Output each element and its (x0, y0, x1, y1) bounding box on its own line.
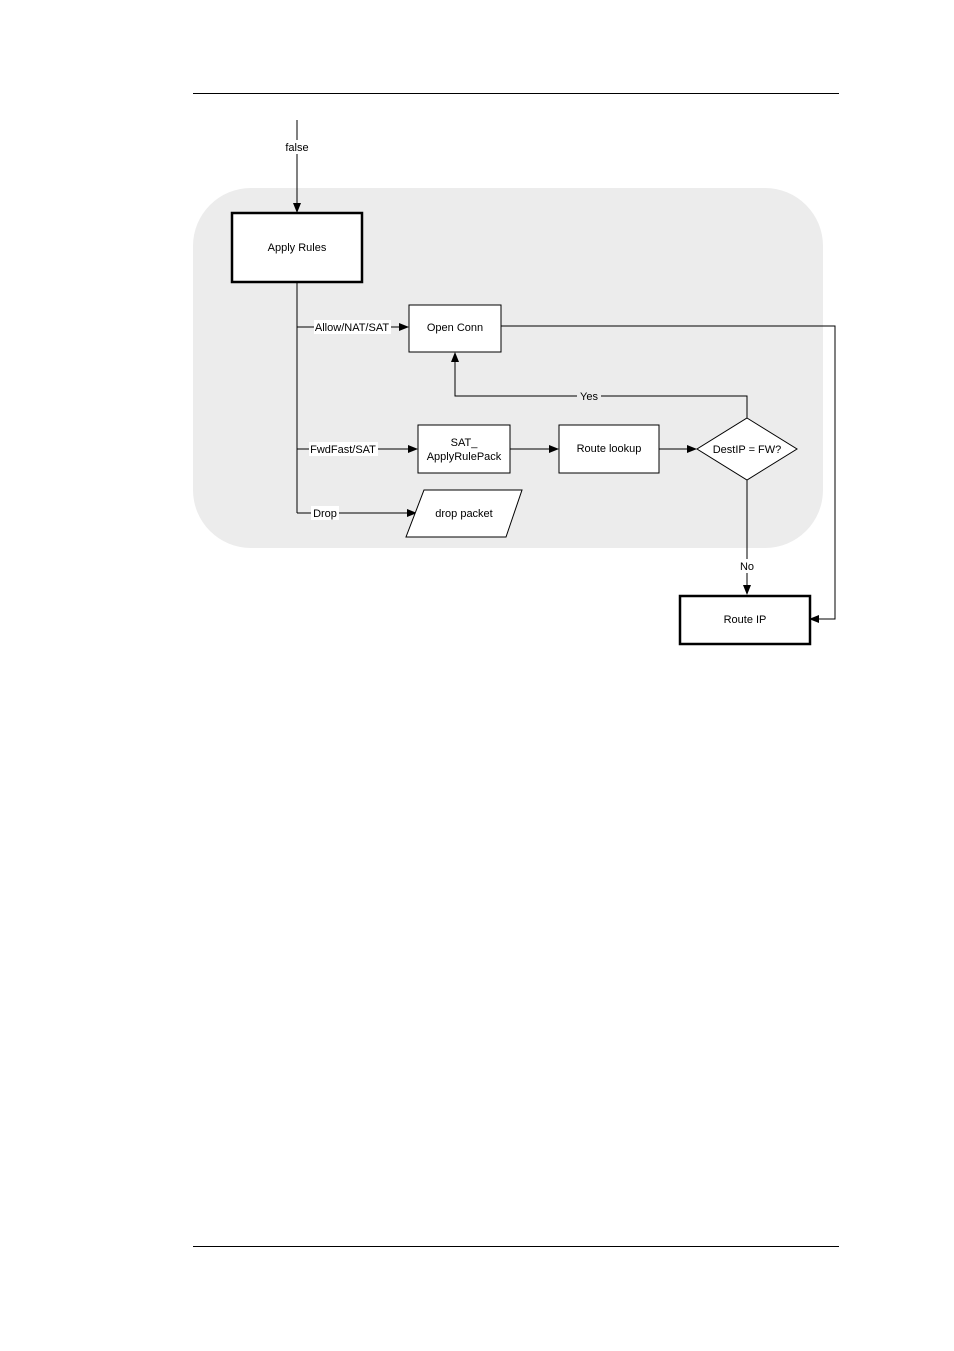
apply-rules-node[interactable] (230, 211, 364, 284)
no-label: No (740, 561, 754, 573)
entry-label: false (285, 142, 308, 154)
drop-label-bg (311, 506, 339, 520)
decision-label: DestIP = FW? (713, 444, 782, 456)
route-ip-node[interactable] (678, 594, 812, 646)
drop-packet-node[interactable] (405, 489, 523, 538)
open-conn-node[interactable] (408, 304, 502, 353)
entry-label-bg (280, 140, 314, 154)
footer-rule (193, 1246, 839, 1247)
open-conn-label: Open Conn (427, 322, 483, 334)
drop-label: Drop (313, 508, 337, 520)
yes-label-bg (577, 389, 601, 403)
yes-label: Yes (580, 391, 598, 403)
route-lookup-node[interactable] (558, 424, 660, 474)
sat-apply-rule-pack-node[interactable] (417, 424, 511, 474)
sat-apply-label-line2: ApplyRulePack (427, 451, 502, 463)
flowchart: false Apply Rules Allow/NAT/SAT Open Con… (193, 120, 836, 646)
apply-rules-label: Apply Rules (268, 242, 327, 254)
header-rule (193, 93, 839, 94)
no-label-bg (737, 559, 757, 573)
fwdfast-label-bg (309, 442, 378, 456)
route-ip-label: Route IP (724, 614, 767, 626)
drop-packet-label: drop packet (435, 508, 492, 520)
allow-label: Allow/NAT/SAT (315, 322, 389, 334)
route-lookup-label: Route lookup (577, 443, 642, 455)
open-conn-to-route-ip-edge (501, 325, 836, 623)
sat-apply-label-line1: SAT_ (451, 437, 479, 449)
allow-label-bg (314, 320, 391, 334)
fwdfast-label: FwdFast/SAT (310, 444, 376, 456)
